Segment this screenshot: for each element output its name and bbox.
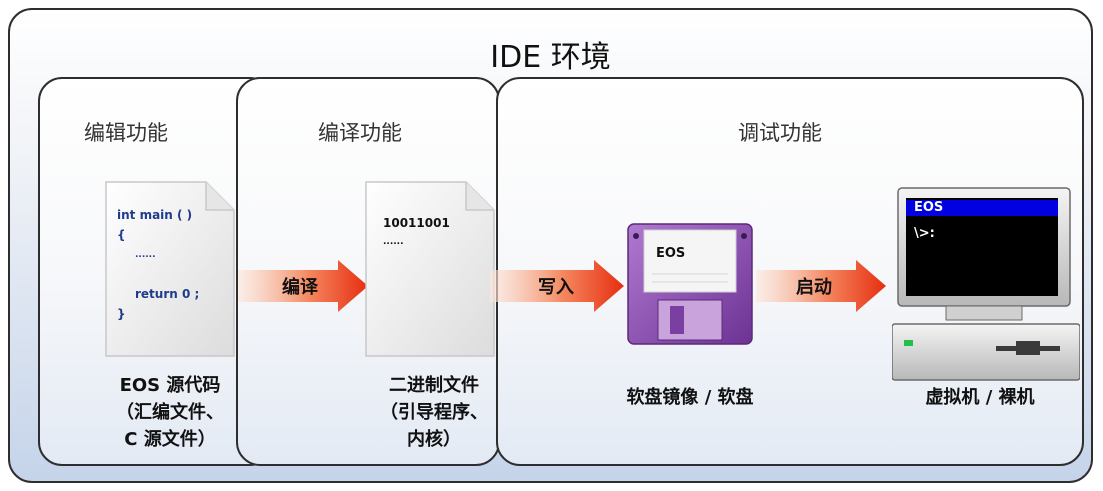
floppy-disk-icon bbox=[627, 223, 753, 345]
binary-document-icon bbox=[365, 181, 495, 357]
source-caption-line: C 源文件） bbox=[124, 429, 216, 450]
ide-title: IDE 环境 bbox=[490, 40, 611, 75]
screen-prompt: \>: bbox=[914, 226, 935, 241]
source-code-line: ...... bbox=[135, 250, 156, 260]
binary-content-line: ...... bbox=[383, 237, 404, 247]
write-arrow-label: 写入 bbox=[538, 277, 574, 298]
binary-caption: 二进制文件 （引导程序、内核） bbox=[350, 372, 518, 453]
edit-panel-title: 编辑功能 bbox=[84, 121, 168, 145]
binary-caption-line: 二进制文件 bbox=[389, 375, 479, 396]
source-code-line: return 0 ; bbox=[135, 287, 200, 301]
binary-caption-line: 内核） bbox=[407, 429, 461, 450]
binary-caption-line: （引导程序、 bbox=[380, 402, 488, 423]
boot-arrow-icon bbox=[756, 260, 886, 312]
boot-arrow-label: 启动 bbox=[796, 277, 832, 298]
floppy-label: EOS bbox=[656, 246, 686, 261]
source-caption-line: EOS 源代码 bbox=[119, 375, 221, 396]
floppy-caption: 软盘镜像 / 软盘 bbox=[626, 387, 754, 408]
compile-arrow-label: 编译 bbox=[282, 277, 318, 298]
screen-title: EOS bbox=[914, 200, 944, 215]
source-document-icon bbox=[105, 181, 235, 357]
source-code-line: int main ( ) bbox=[117, 208, 193, 222]
source-code-line: { bbox=[117, 228, 126, 242]
compile-panel-title: 编译功能 bbox=[318, 121, 402, 145]
source-caption: EOS 源代码 （汇编文件、 C 源文件） bbox=[86, 372, 254, 453]
debug-panel-title: 调试功能 bbox=[738, 121, 822, 145]
binary-content-line: 10011001 bbox=[383, 216, 450, 230]
computer-caption: 虚拟机 / 裸机 bbox=[925, 387, 1035, 408]
compile-arrow-icon bbox=[238, 260, 368, 312]
computer-icon bbox=[892, 187, 1080, 381]
source-code-line: } bbox=[117, 307, 126, 321]
write-arrow-icon bbox=[490, 260, 624, 312]
source-caption-line: （汇编文件、 bbox=[116, 402, 224, 423]
